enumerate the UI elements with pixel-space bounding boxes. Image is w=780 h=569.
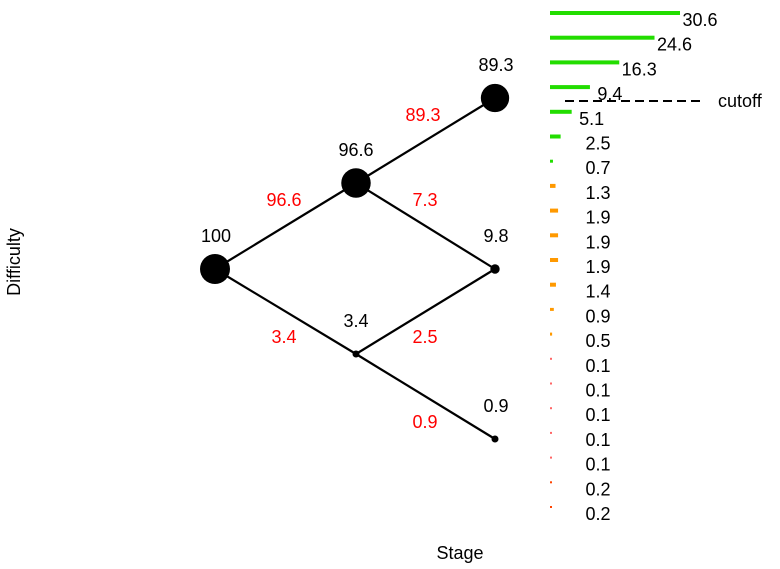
bar-4 (550, 109, 572, 114)
bar-label-19: 0.2 (585, 479, 610, 499)
nodes-layer: 100 96.6 89.3 3.4 9.8 0.9 (200, 55, 514, 443)
node-down2 (491, 435, 499, 443)
bar-1 (550, 35, 655, 40)
bar-label-20: 0.2 (585, 504, 610, 524)
bar-14 (550, 357, 552, 360)
edge-label-up1-up2: 89.3 (405, 105, 440, 125)
node-up2 (480, 83, 510, 113)
node-up1 (341, 168, 371, 198)
bar-15 (550, 382, 552, 385)
edge-down1-down2 (355, 353, 496, 440)
bar-11 (550, 282, 556, 287)
edge-label-down1-down2: 0.9 (412, 412, 437, 432)
bar-label-1: 24.6 (657, 35, 692, 55)
node-label-up2: 89.3 (478, 55, 513, 75)
edge-label-down1-mid2: 2.5 (412, 327, 437, 347)
bars-layer: 30.6 24.616.39.4 5.1 2.5 0.7 1.3 1.9 1.9 1.9 1.4 0… (550, 10, 718, 524)
bar-label-3: 9.4 (597, 84, 622, 104)
bar-label-15: 0.1 (585, 381, 610, 401)
bar-label-0: 30.6 (682, 10, 717, 30)
node-label-up1: 96.6 (338, 140, 373, 160)
bar-label-4: 5.1 (579, 109, 604, 129)
x-axis-label: Stage (436, 543, 483, 563)
bar-3 (550, 85, 590, 90)
edge-label-up1-mid2: 7.3 (412, 190, 437, 210)
bar-18 (550, 456, 552, 459)
cutoff-label: cutoff (718, 91, 763, 111)
bar-label-17: 0.1 (585, 430, 610, 450)
bar-label-6: 0.7 (585, 158, 610, 178)
edge-label-root-down1: 3.4 (271, 327, 296, 347)
edge-label-root-up1: 96.6 (266, 190, 301, 210)
bar-17 (550, 431, 552, 434)
node-label-down1: 3.4 (343, 311, 368, 331)
node-label-root: 100 (201, 226, 231, 246)
bar-2 (550, 60, 620, 65)
edge-up1-mid2 (355, 182, 496, 270)
bar-label-8: 1.9 (585, 208, 610, 228)
bar-12 (550, 307, 554, 311)
bar-16 (550, 407, 552, 410)
bar-label-11: 1.4 (585, 282, 610, 302)
bar-6 (550, 159, 553, 163)
edge-root-down1 (214, 268, 357, 355)
bar-9 (550, 233, 559, 238)
bar-8 (550, 208, 559, 213)
bar-13 (550, 332, 553, 336)
bar-label-14: 0.1 (585, 356, 610, 376)
y-axis-label: Difficulty (4, 228, 24, 296)
bar-19 (550, 481, 552, 484)
bar-5 (550, 134, 561, 139)
bar-label-12: 0.9 (585, 306, 610, 326)
bar-label-5: 2.5 (585, 134, 610, 154)
node-label-down2: 0.9 (483, 396, 508, 416)
node-label-mid2: 9.8 (483, 226, 508, 246)
edge-down1-mid2 (355, 268, 496, 355)
bar-label-10: 1.9 (585, 257, 610, 277)
bar-10 (550, 258, 559, 262)
bar-20 (550, 506, 552, 508)
bar-7 (550, 183, 556, 188)
node-down1 (352, 350, 360, 358)
edge-up1-up2 (355, 97, 496, 184)
edges-layer: 96.6 89.3 7.3 3.4 2.5 0.9 (214, 97, 496, 440)
bar-label-13: 0.5 (585, 331, 610, 351)
bar-label-16: 0.1 (585, 405, 610, 425)
node-root (200, 254, 230, 284)
edge-root-up1 (214, 182, 357, 270)
bar-label-2: 16.3 (622, 59, 657, 79)
bar-label-18: 0.1 (585, 455, 610, 475)
bar-label-9: 1.9 (585, 232, 610, 252)
bar-label-7: 1.3 (585, 183, 610, 203)
node-mid2 (490, 264, 500, 274)
bar-0 (550, 11, 680, 15)
